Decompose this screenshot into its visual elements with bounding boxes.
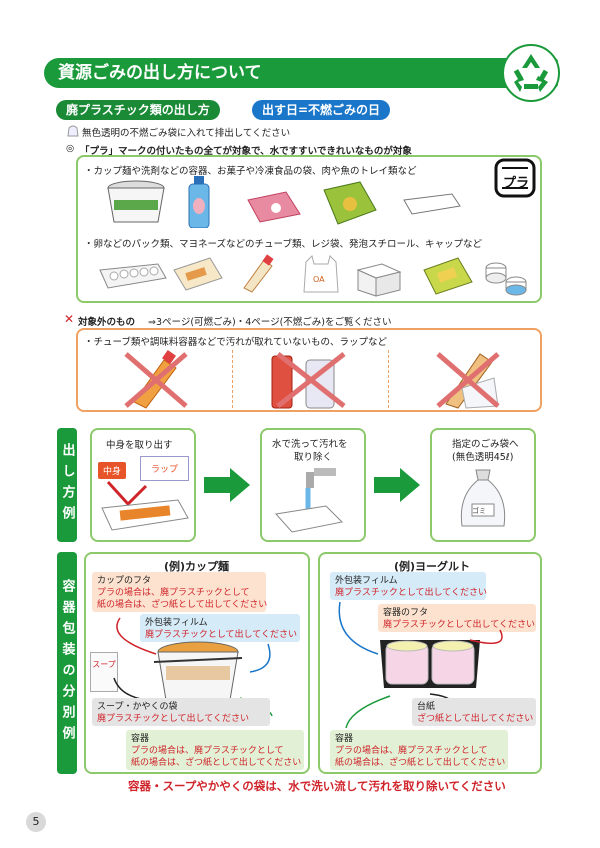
cup-lid-title: カップのフタ <box>97 576 152 586</box>
cup-container-title: 容器 <box>131 734 150 744</box>
yogurt-base-label: 台紙 ざつ紙として出してください <box>412 698 536 726</box>
target-row-1: ・カップ麺や洗剤などの容器、お菓子や冷凍食品の袋、肉や魚のトレイ類など <box>84 166 417 177</box>
garbage-bag-illustration <box>460 469 506 527</box>
pla-mark-icon <box>494 158 536 198</box>
yogurt-container-line1: プラの場合は、廃プラスチックとして <box>335 746 488 756</box>
mark-bullet: ◎ <box>66 143 75 154</box>
tray-with-food-illustration <box>101 480 189 531</box>
yogurt-lid-title: 容器のフタ <box>383 608 429 618</box>
cup-lid-line1: プラの場合は、廃プラスチックとして <box>97 588 250 598</box>
bag-icon <box>67 125 79 137</box>
arrow-right-icon <box>374 468 420 502</box>
soup-bag-title: スープ・かやくの袋 <box>97 702 178 712</box>
footer-note: 容器・スープやかやくの袋は、水で洗い流して汚れを取り除いてください <box>128 779 506 793</box>
plastic-bag-illustration: OA <box>303 255 339 293</box>
snack-bag-illustration <box>247 191 301 223</box>
divider <box>232 350 233 408</box>
styrofoam-box-illustration <box>356 263 402 297</box>
food-pack-illustration <box>173 257 223 291</box>
yogurt-film-title: 外包装フィルム <box>335 576 398 586</box>
cup-noodle-title: (例)カップ麺 <box>164 560 230 573</box>
step-1-card <box>90 428 196 542</box>
wrap-film-illustration <box>436 352 500 409</box>
soup-packet-tag: スープ <box>90 652 118 692</box>
step-1-contents-tag: 中身 <box>98 462 127 479</box>
yogurt-title: (例)ヨーグルト <box>394 560 471 573</box>
excluded-mark-icon: ✕ <box>64 312 75 326</box>
step-1-wrap-tag: ラップ <box>140 456 190 481</box>
yogurt-container-label: 容器 プラの場合は、廃プラスチックとして 紙の場合は、ざつ紙として出してください <box>330 730 508 770</box>
collection-day-badge: 出す日=不燃ごみの日 <box>252 100 391 120</box>
yogurt-container-title: 容器 <box>335 734 354 744</box>
pla-mark-label: プラ <box>503 176 530 191</box>
yogurt-example-card <box>318 552 542 774</box>
page-number: 5 <box>26 812 46 832</box>
svg-text:OA: OA <box>313 275 325 284</box>
detergent-bottle-illustration <box>188 176 210 228</box>
soup-bag-label: スープ・かやくの袋 廃プラスチックとして出してください <box>92 698 270 726</box>
step-2-label-line1: 水で洗って汚れを <box>272 439 348 450</box>
yogurt-container-line2: 紙の場合は、ざつ紙として出してください <box>335 758 506 768</box>
faucet-washing-illustration <box>275 468 344 533</box>
divider <box>388 350 389 408</box>
yogurt-base-text: ざつ紙として出してください <box>417 714 534 724</box>
yogurt-film-text: 廃プラスチックとして出してください <box>335 588 488 598</box>
cup-noodle-example-card <box>84 552 310 774</box>
yogurt-pointer-lines <box>338 601 503 729</box>
cup-noodle-illustration <box>107 180 165 223</box>
food-tray-illustration <box>403 193 461 215</box>
yogurt-film-label: 外包装フィルム 廃プラスチックとして出してください <box>330 572 488 600</box>
cup-lid-label: カップのフタ プラの場合は、廃プラスチックとして 紙の場合は、ざつ紙として出して… <box>92 572 268 612</box>
garbage-bag-label: ゴミ <box>472 507 486 515</box>
yogurt-base-title: 台紙 <box>417 702 436 712</box>
step-3-label-line1: 指定のごみ袋へ <box>452 439 519 450</box>
excluded-desc: ・チューブ類や調味料容器などで汚れが取れていないもの、ラップなど <box>84 337 387 348</box>
packaging-illustration <box>423 257 473 295</box>
egg-pack-illustration <box>99 263 167 289</box>
section-title: 廃プラスチック類の出し方 <box>56 100 220 120</box>
cup-film-title: 外包装フィルム <box>145 618 208 628</box>
excluded-title: 対象外のもの <box>78 317 136 328</box>
excluded-note: ⇒3ページ(可燃ごみ)・4ページ(不燃ごみ)をご覧ください <box>148 317 392 328</box>
cup-film-label: 外包装フィルム 廃プラスチックとして出してください <box>140 614 300 642</box>
mayonnaise-tube-illustration <box>243 254 274 293</box>
mark-note: 「プラ」マークの付いたもの全てが対象で、水ですすいできれいなものが対象 <box>80 146 412 157</box>
frozen-food-bag-illustration <box>323 181 377 225</box>
yogurt-lid-text: 廃プラスチックとして出してください <box>383 620 536 630</box>
cup-film-text: 廃プラスチックとして出してください <box>145 630 298 640</box>
cup-container-line1: プラの場合は、廃プラスチックとして <box>131 746 284 756</box>
sorting-side-label: 容器包装の分別例 <box>57 552 77 774</box>
step-3-label-line2: (無色透明45ℓ) <box>452 452 514 463</box>
cup-noodle-illustration <box>153 641 243 701</box>
dirty-tube-bottle-illustration <box>271 352 346 409</box>
page-title: 資源ごみの出し方について <box>44 58 558 88</box>
soup-bag-text: 廃プラスチックとして出してください <box>97 714 250 724</box>
yogurt-lid-label: 容器のフタ 廃プラスチックとして出してください <box>378 604 536 632</box>
cup-lid-line2: 紙の場合は、ざつ紙として出してください <box>97 600 268 610</box>
step-1-label: 中身を取り出す <box>106 440 173 451</box>
howto-side-label: 出し方例 <box>57 428 77 542</box>
target-row-2: ・卵などのパック類、マヨネーズなどのチューブ類、レジ袋、発泡スチロール、キャップ… <box>84 239 482 250</box>
arrow-right-icon <box>204 468 250 502</box>
cup-container-line2: 紙の場合は、ざつ紙として出してください <box>131 758 302 768</box>
cup-container-label: 容器 プラの場合は、廃プラスチックとして 紙の場合は、ざつ紙として出してください <box>126 730 304 770</box>
target-items-box <box>76 155 542 303</box>
bottle-caps-illustration <box>485 262 527 296</box>
yogurt-cups-illustration <box>380 640 480 688</box>
dirty-seasoning-bottle-illustration <box>124 350 188 409</box>
bag-note: 無色透明の不燃ごみ袋に入れて排出してください <box>82 128 291 139</box>
excluded-items-box <box>76 328 542 412</box>
recycle-icon <box>502 44 560 102</box>
step-2-label-line2: 取り除く <box>294 452 333 463</box>
